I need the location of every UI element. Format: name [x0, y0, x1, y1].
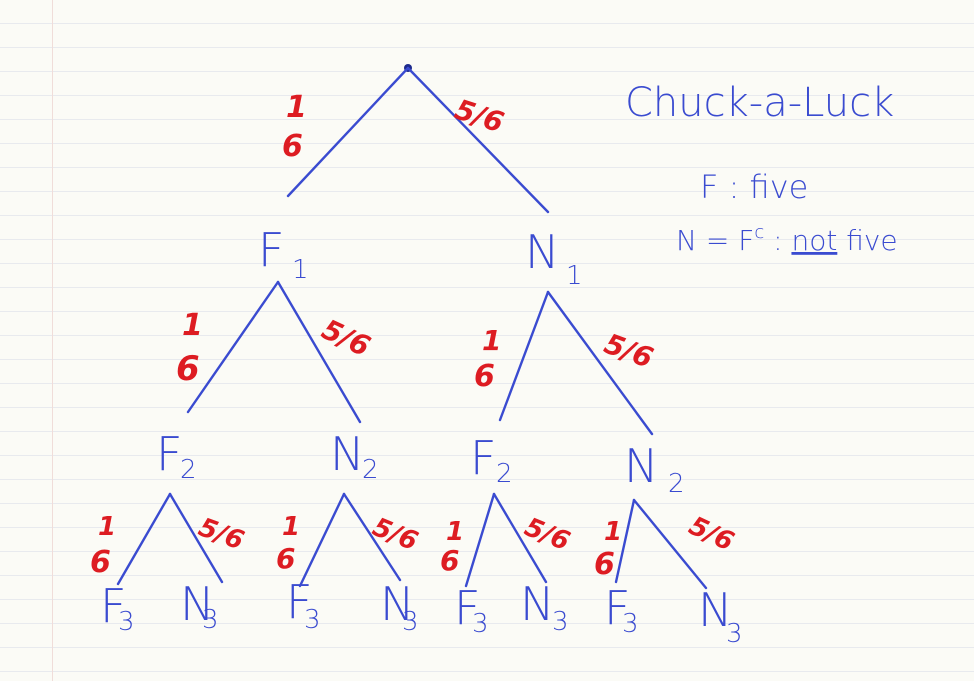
- node-subscript: 3: [202, 605, 219, 635]
- node-subscript: 3: [402, 607, 419, 637]
- node-subscript: 3: [726, 619, 743, 649]
- node-letter: N: [380, 577, 414, 631]
- node-n3-3: N 3: [520, 577, 569, 637]
- prob-l3-4: 5/6: [368, 512, 422, 557]
- branch-f1-n2: [276, 280, 362, 424]
- branch-l3-5: [464, 492, 496, 588]
- branch-root-n1: [406, 66, 550, 214]
- prob-numerator: 1: [604, 517, 622, 547]
- prob-denominator: 6: [282, 129, 303, 164]
- prob-numerator: 1: [98, 512, 116, 542]
- node-subscript: 3: [552, 607, 569, 637]
- node-n3-1: N 3: [180, 577, 219, 635]
- node-letter: N: [520, 577, 554, 631]
- node-letter: N: [525, 225, 559, 279]
- legend-colon: :: [764, 224, 791, 257]
- prob-denominator: 6: [594, 547, 615, 582]
- node-letter: F: [286, 575, 312, 629]
- legend-five-word: five: [837, 224, 897, 257]
- node-f3-4: F 3: [604, 581, 639, 639]
- prob-l3-3: 1 6: [276, 512, 300, 575]
- node-f3-3: F 3: [454, 581, 489, 639]
- node-n1: N 1: [525, 225, 583, 291]
- branch-f1-f2: [186, 280, 280, 414]
- prob-numerator: 1: [182, 308, 203, 343]
- node-letter: F: [454, 581, 480, 635]
- node-f2-a: F 2: [156, 427, 197, 485]
- node-f3-1: F 3: [100, 579, 135, 637]
- node-letter: F: [604, 581, 630, 635]
- branch-l3-6: [492, 492, 548, 584]
- prob-l3-5: 1 6: [440, 517, 464, 577]
- branch-l3-7: [614, 498, 636, 584]
- node-letter: F: [258, 223, 284, 277]
- legend-complement-sup: c: [754, 222, 764, 243]
- node-letter: N: [330, 427, 364, 481]
- node-letter: N: [698, 583, 732, 637]
- prob-l3-1: 1 6: [90, 512, 116, 580]
- legend-not-underlined: not: [791, 224, 837, 257]
- node-n3-4: N 3: [698, 583, 743, 649]
- prob-numerator: 1: [482, 324, 501, 357]
- legend-line-not-five: N = Fc : not five: [676, 222, 898, 257]
- legend-complement-prefix: N = Fc : not five: [676, 222, 898, 257]
- node-n2-a: N 2: [330, 427, 379, 485]
- legend-line-five: F : five: [700, 168, 808, 206]
- node-subscript: 1: [566, 261, 583, 291]
- node-subscript: 1: [292, 255, 309, 285]
- branch-l3-4: [342, 492, 402, 582]
- branch-l3-1: [116, 492, 172, 586]
- node-n3-2: N 3: [380, 577, 419, 637]
- prob-denominator: 6: [176, 349, 200, 389]
- node-letter: F: [470, 431, 496, 485]
- prob-numerator: 1: [282, 512, 300, 542]
- node-subscript: 3: [118, 607, 135, 637]
- prob-denominator: 6: [276, 542, 295, 575]
- node-letter: N: [180, 577, 214, 631]
- prob-l3-8: 5/6: [684, 511, 738, 557]
- branch-l3-8: [632, 498, 708, 590]
- prob-denominator: 6: [440, 544, 459, 577]
- prob-numerator: 1: [446, 517, 464, 547]
- node-letter: F: [100, 579, 126, 633]
- prob-numerator: 1: [286, 90, 307, 125]
- branch-l3-3: [298, 492, 346, 588]
- branch-n1-f2: [498, 290, 550, 422]
- node-n2-b: N 2: [624, 439, 685, 499]
- node-f2-b: F 2: [470, 431, 513, 489]
- branch-n1-n2: [546, 290, 654, 436]
- node-subscript: 2: [180, 455, 197, 485]
- prob-f1-n2: 5/6: [317, 313, 376, 364]
- node-letter: N: [624, 439, 658, 493]
- node-subscript: 3: [304, 605, 321, 635]
- legend-n-equals-f: N = F: [676, 224, 754, 257]
- prob-denominator: 6: [474, 359, 495, 394]
- prob-l3-7: 1 6: [594, 517, 622, 582]
- node-f3-2: F 3: [286, 575, 321, 635]
- branch-l3-2: [168, 492, 224, 584]
- node-f1: F 1: [258, 223, 309, 285]
- prob-root-n1: 5/6: [451, 93, 508, 140]
- node-subscript: 2: [362, 455, 379, 485]
- prob-n1-f2: 1 6: [474, 324, 501, 394]
- prob-f1-f2: 1 6: [176, 308, 203, 389]
- node-letter: F: [156, 427, 182, 481]
- prob-root-f1: 1 6: [282, 90, 307, 164]
- prob-denominator: 6: [90, 545, 111, 580]
- node-subscript: 2: [496, 459, 513, 489]
- node-subscript: 3: [622, 609, 639, 639]
- prob-n1-n2: 5/6: [600, 327, 658, 375]
- diagram-title: Chuck-a-Luck: [625, 80, 894, 126]
- node-subscript: 2: [668, 469, 685, 499]
- node-subscript: 3: [472, 609, 489, 639]
- branch-root-f1: [286, 66, 410, 198]
- margin-rule: [52, 0, 53, 681]
